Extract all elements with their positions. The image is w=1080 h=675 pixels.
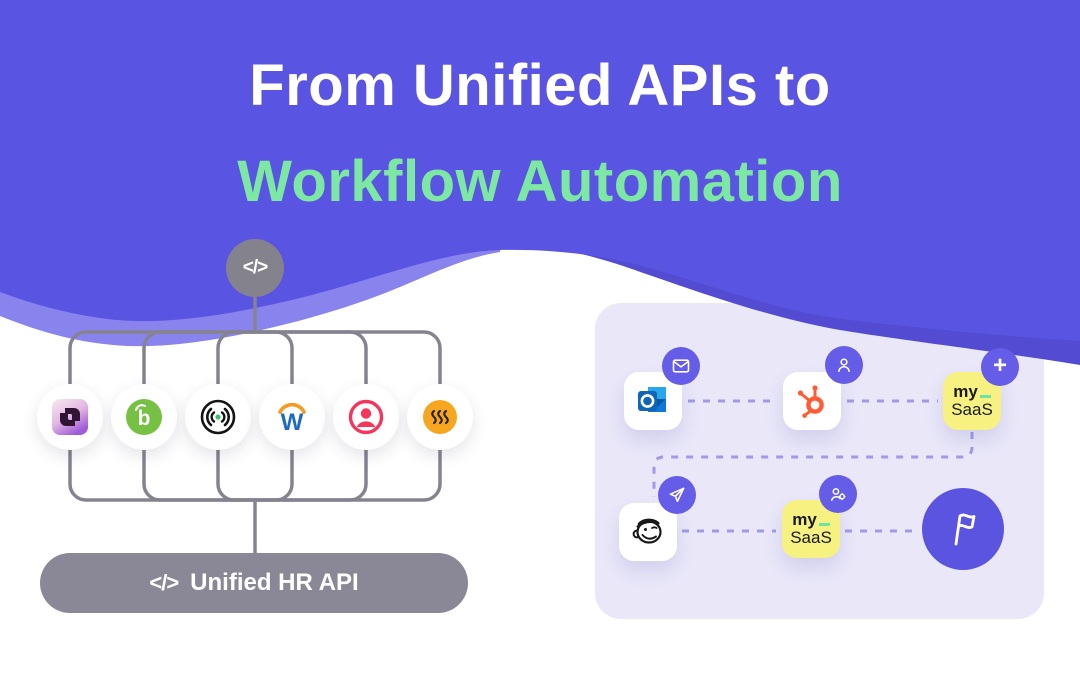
personio-logo [52,399,88,435]
flag-goal-node [922,488,1004,570]
mysaas-label-my: my [953,382,978,402]
plus-badge: + [981,348,1019,386]
mysaas-tile-2: my SaaS [782,500,840,558]
hubspot-logo [797,385,824,418]
mysaas-label-my: my [792,510,817,530]
user-badge [825,346,863,384]
code-glyph-small: </> [149,570,179,595]
app-circle-personio [37,384,103,450]
send-icon [669,487,685,503]
app-circle-bamboohr: b [111,384,177,450]
code-icon: </> [226,239,284,297]
mysaas-label-saas: SaaS [790,528,832,547]
green-dash-icon [979,395,991,398]
plus-icon: + [992,352,1007,379]
user-gear-icon [831,488,846,501]
app-circle-person [333,384,399,450]
app-circle-rings [185,384,251,450]
outlook-logo [638,387,666,412]
workflow-panel [595,303,1044,619]
mailchimp-tile [619,503,677,561]
unified-hr-api-pill: </> Unified HR API [40,553,468,613]
svg-text:W: W [281,409,304,436]
hubspot-tile [783,372,841,430]
headline-line1: From Unified APIs to [249,53,831,118]
code-glyph: </> [242,257,269,278]
bamboohr-logo: b [126,399,162,435]
user-gear-badge [819,475,857,513]
send-badge [658,476,696,514]
person-circle-logo [348,399,384,435]
envelope-icon [672,359,690,373]
app-circle-rippling [407,384,473,450]
user-icon [838,358,850,373]
svg-text:b: b [138,407,151,430]
concentric-rings-logo [200,399,236,435]
mysaas-label-saas: SaaS [951,400,993,419]
app-circle-workday: W [259,384,325,450]
workday-logo: W [278,402,306,436]
flag-icon [954,513,976,546]
envelope-badge [662,347,700,385]
mailchimp-logo [632,518,662,544]
unified-hr-api-label: Unified HR API [190,569,359,596]
green-dash-icon [818,523,830,526]
headline-line2: Workflow Automation [237,149,843,214]
rippling-logo [423,400,457,434]
